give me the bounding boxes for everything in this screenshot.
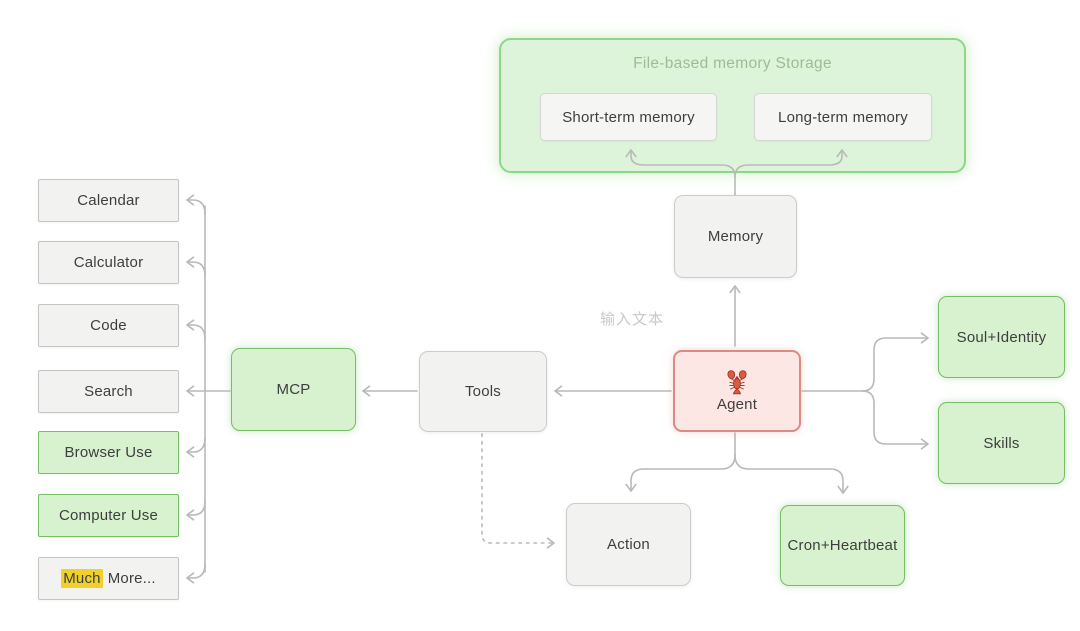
node-search: Search <box>38 370 179 413</box>
computer-use-label: Computer Use <box>58 507 159 524</box>
node-mcp: MCP <box>231 348 356 431</box>
node-cron-heartbeat: Cron+Heartbeat <box>780 505 905 586</box>
node-tools: Tools <box>419 351 547 432</box>
storage-title: File-based memory Storage <box>633 55 832 72</box>
soul-identity-label: Soul+Identity <box>956 328 1047 346</box>
edge-branch-code <box>186 319 206 340</box>
search-label: Search <box>84 383 133 400</box>
memory-label: Memory <box>707 228 764 245</box>
edge-branch-calculator <box>186 256 206 277</box>
much-more-rest: More... <box>107 570 156 587</box>
action-label: Action <box>607 536 650 553</box>
edge-branch-computer-use <box>186 500 206 521</box>
skills-label: Skills <box>983 434 1020 452</box>
node-calculator: Calculator <box>38 241 179 284</box>
short-term-memory-label: Short-term memory <box>562 108 695 126</box>
node-skills: Skills <box>938 402 1065 484</box>
cron-heartbeat-label: Cron+Heartbeat <box>787 537 898 554</box>
mcp-label: MCP <box>276 381 311 398</box>
browser-use-label: Browser Use <box>64 444 153 461</box>
node-memory: Memory <box>674 195 797 278</box>
calendar-label: Calendar <box>77 192 140 209</box>
calculator-label: Calculator <box>73 254 144 271</box>
edge-agent-cron <box>734 454 849 494</box>
edge-branch-much-more <box>186 563 206 584</box>
node-computer-use: Computer Use <box>38 494 179 537</box>
node-much-more: Much More... <box>38 557 179 600</box>
edge-agent-action <box>625 454 736 492</box>
node-code: Code <box>38 304 179 347</box>
node-browser-use: Browser Use <box>38 431 179 474</box>
edge-agent-soul <box>861 332 929 392</box>
agent-label: Agent <box>716 396 758 413</box>
node-long-term-memory: Long-term memory <box>754 93 932 141</box>
node-calendar: Calendar <box>38 179 179 222</box>
edge-agent-skills <box>861 390 929 450</box>
edge-branch-calendar <box>186 194 206 215</box>
edge-tools-action <box>481 433 555 549</box>
edge-branch-browser-use <box>186 437 206 458</box>
node-soul-identity: Soul+Identity <box>938 296 1065 378</box>
node-action: Action <box>566 503 691 586</box>
input-text-annotation: 输入文本 <box>600 311 665 328</box>
long-term-memory-label: Long-term memory <box>778 108 908 126</box>
code-label: Code <box>90 317 127 334</box>
node-short-term-memory: Short-term memory <box>540 93 717 141</box>
node-agent: Agent <box>673 350 801 432</box>
much-more-highlight: Much <box>61 569 103 588</box>
tools-label: Tools <box>464 383 502 400</box>
lobster-icon <box>727 370 747 395</box>
